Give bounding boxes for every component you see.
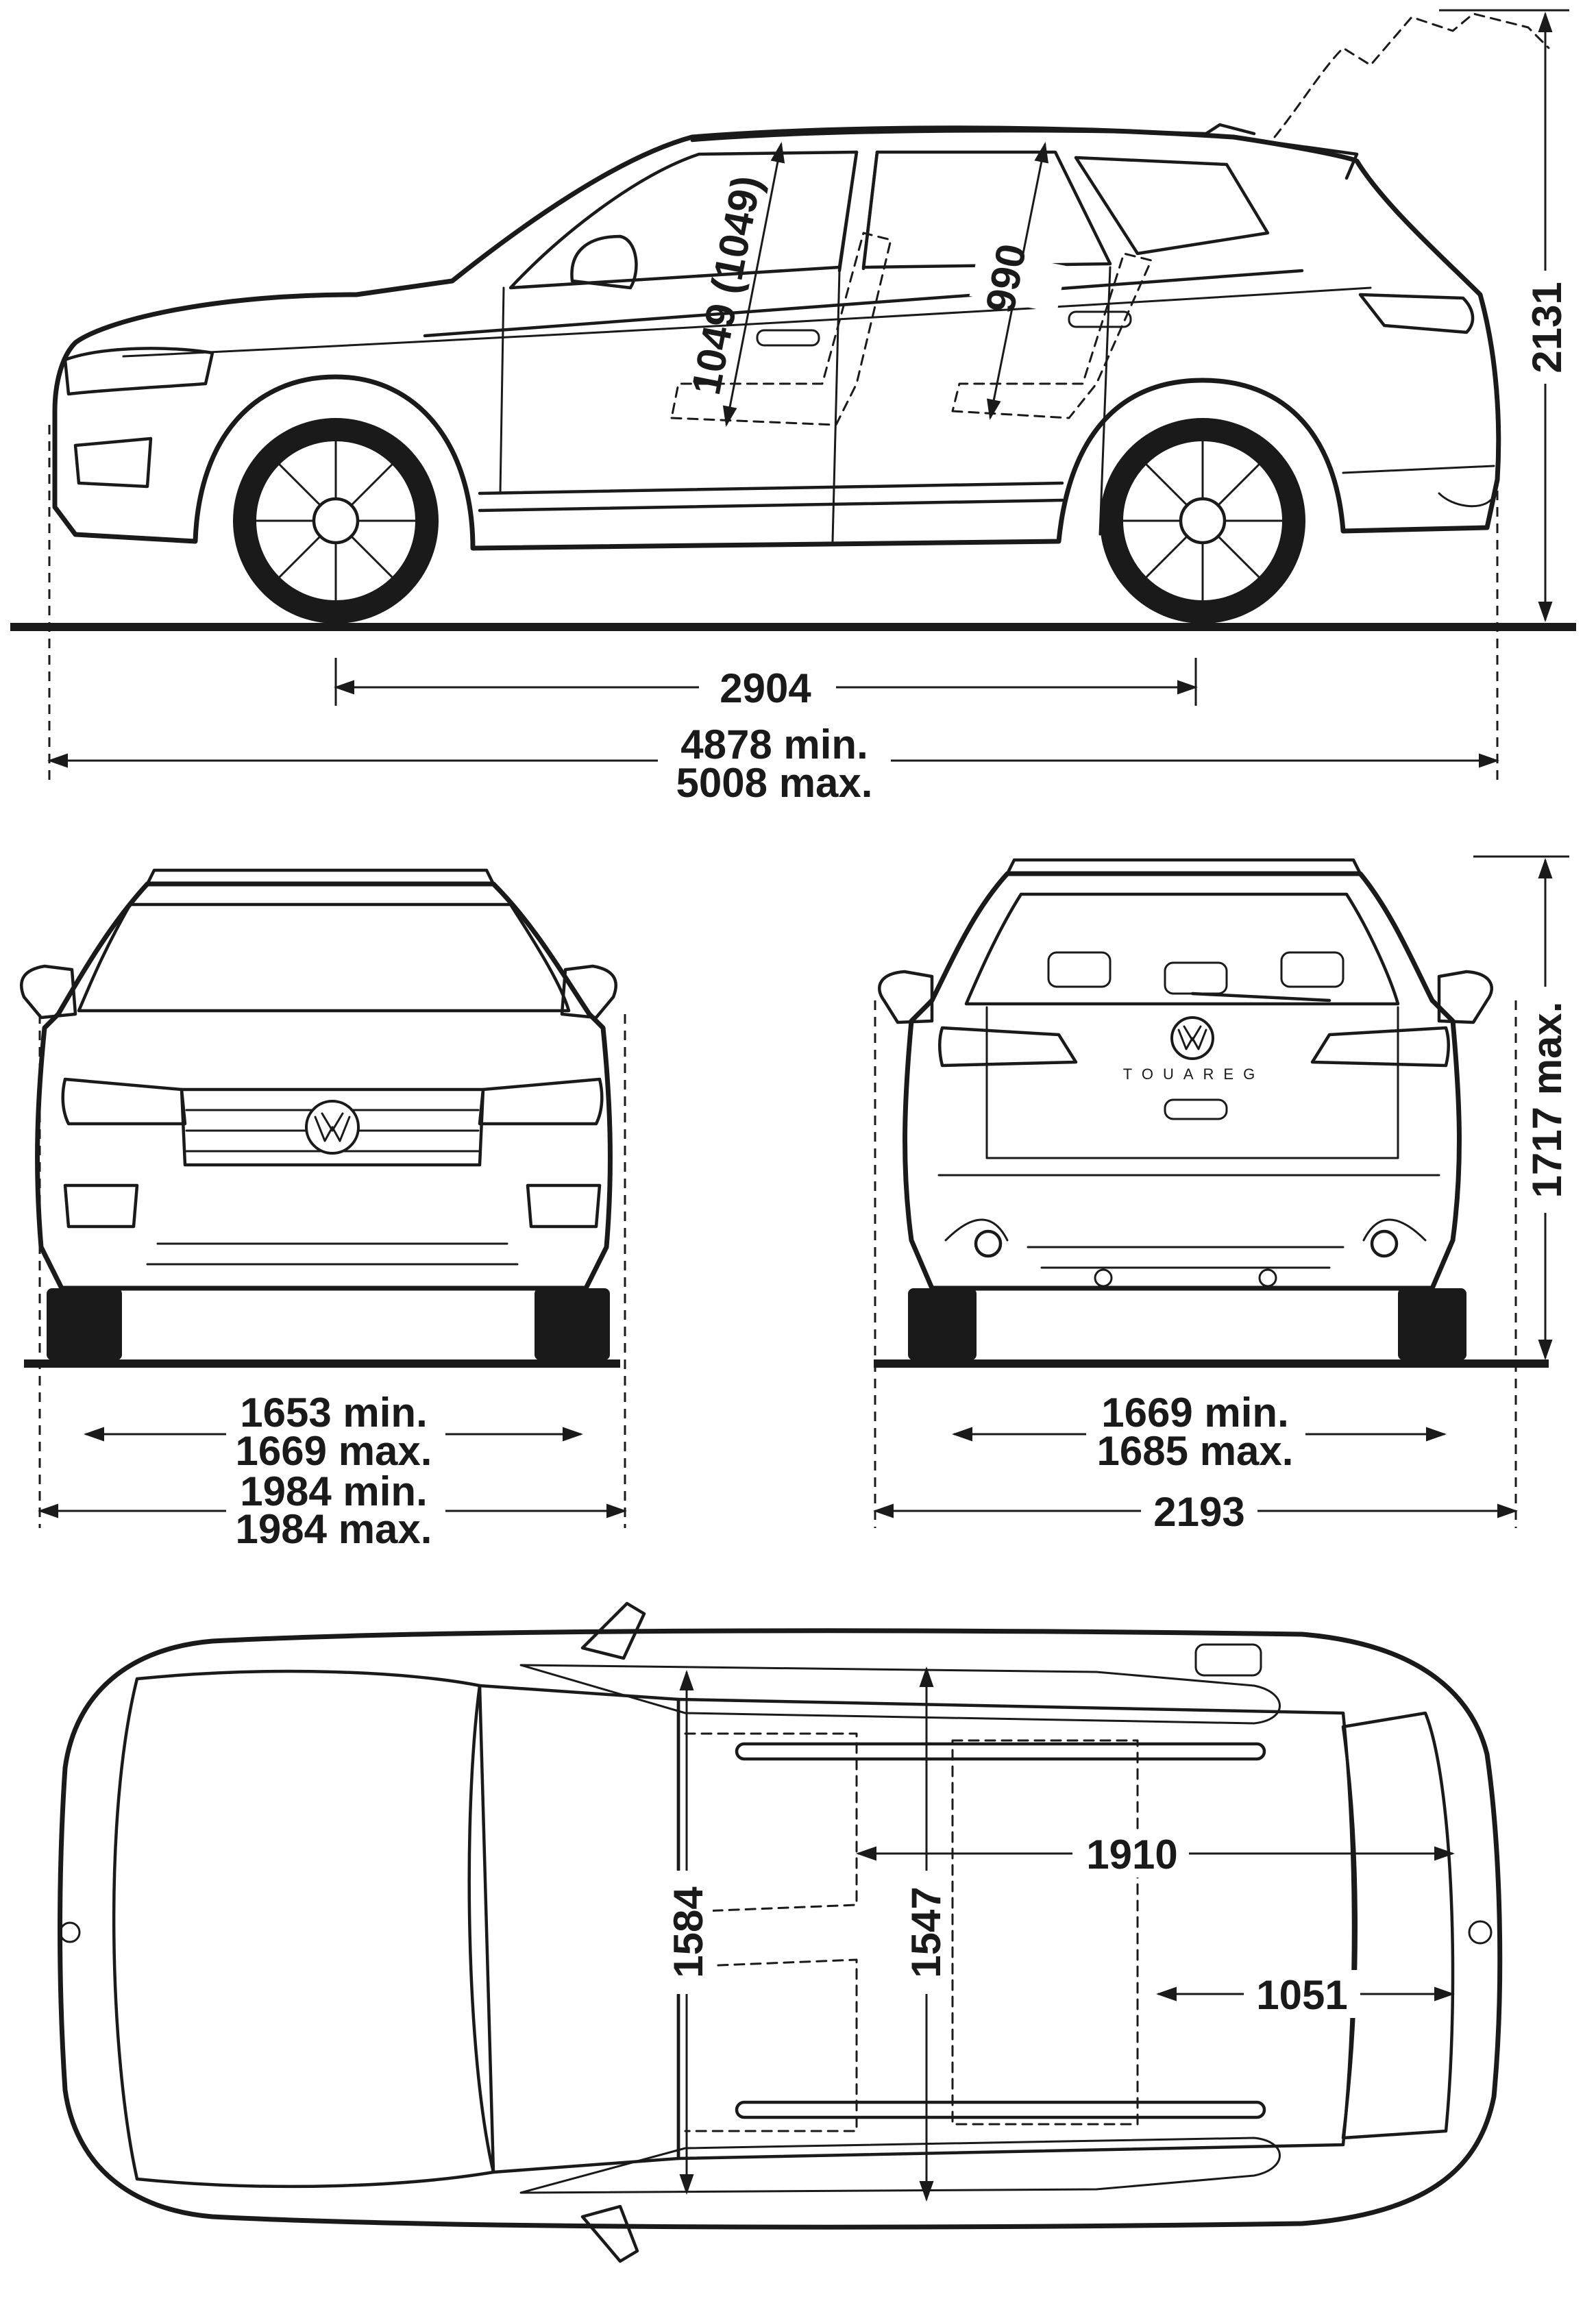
front-lower-bumper xyxy=(146,1242,519,1266)
front-headlight-right xyxy=(478,1077,604,1126)
rear-tow-eye-left xyxy=(1094,1268,1113,1288)
front-headlight-left xyxy=(61,1077,187,1126)
wheelbase-label: 2904 xyxy=(720,665,811,711)
rear-model-badge: TOUAREG xyxy=(1123,1066,1264,1083)
rear-width-label: 2193 xyxy=(1153,1489,1244,1535)
side-quarter-window xyxy=(1074,156,1270,256)
top-fuel-door xyxy=(1194,1643,1262,1677)
rear-view: TOUAREG 1669 min. 1685 max. 2193 1717 ma… xyxy=(873,855,1570,1535)
side-rear-window xyxy=(861,150,1112,269)
side-rear-seat xyxy=(951,252,1153,419)
rear-diffuser xyxy=(1027,1246,1345,1269)
front-mirror-right xyxy=(560,964,617,1020)
front-roof xyxy=(145,868,495,886)
side-roof-rail xyxy=(690,123,1256,143)
rear-headrest-3 xyxy=(1280,951,1345,988)
rear-plate-recess xyxy=(1164,1098,1228,1120)
rear-taillight-right xyxy=(1310,1026,1450,1068)
rear-exhaust-right xyxy=(1370,1229,1399,1258)
rear-mirror-left xyxy=(878,970,934,1024)
front-fog-right xyxy=(526,1183,602,1229)
front-view: 1653 min. 1669 max. 1984 min. 1984 max. xyxy=(20,868,627,1555)
width-max-label: 1984 max. xyxy=(236,1506,432,1552)
rear-tailgate-panel xyxy=(985,1006,1399,1159)
side-rear-bumper xyxy=(1342,465,1495,508)
side-sill xyxy=(478,481,1064,513)
rear-track-max-label: 1685 max. xyxy=(1097,1428,1294,1474)
side-front-seat xyxy=(670,232,892,426)
top-rear-logo xyxy=(1468,1920,1493,1945)
front-headroom-label: 1049 (1049) xyxy=(683,172,770,398)
side-taillight xyxy=(1358,293,1475,334)
top-cargo-length-label: 1910 xyxy=(1086,1832,1177,1878)
top-side-glass-upper xyxy=(519,1664,1281,1725)
side-rear-wheel xyxy=(1100,418,1305,624)
side-belt-line xyxy=(423,269,1304,338)
top-roof-rail-upper xyxy=(735,1742,1266,1761)
side-view: 2904 4878 min. 5008 max. 2131 1049 (1049… xyxy=(10,9,1576,806)
front-track-min-label: 1653 min. xyxy=(240,1390,428,1436)
side-mirror xyxy=(570,234,638,290)
rear-vw-logo xyxy=(1170,1016,1214,1060)
top-front-seats xyxy=(684,1732,858,2132)
rear-track-min-label: 1669 min. xyxy=(1101,1390,1289,1436)
rear-tow-eye-right xyxy=(1258,1268,1277,1288)
front-windshield xyxy=(77,902,571,1013)
top-mirror-upper xyxy=(580,1601,646,1660)
rear-window xyxy=(964,892,1400,1006)
side-front-intake xyxy=(73,436,153,489)
top-body-outline xyxy=(58,1628,1503,2230)
top-front-elbow-label: 1584 xyxy=(665,1886,711,1978)
side-front-window xyxy=(508,150,859,290)
top-rear-elbow-label: 1547 xyxy=(903,1886,949,1978)
side-front-wheel xyxy=(233,418,439,624)
top-windshield xyxy=(467,1684,680,2174)
rear-roof xyxy=(1005,858,1362,876)
top-side-glass-lower xyxy=(519,2137,1281,2194)
front-door-handle xyxy=(756,329,820,347)
rear-wiper xyxy=(1190,992,1331,1002)
side-character-line xyxy=(122,286,1372,358)
front-mirror-left xyxy=(20,964,77,1020)
rear-door-handle xyxy=(1068,310,1132,328)
front-headroom-dim-line xyxy=(722,142,785,427)
rear-bumper xyxy=(937,1174,1440,1242)
front-tire-right xyxy=(535,1288,610,1360)
rear-exhaust-left xyxy=(974,1229,1003,1258)
rear-tire-left xyxy=(908,1288,977,1360)
rear-mirror-right xyxy=(1437,970,1493,1024)
top-view: 1584 1547 1910 1051 xyxy=(58,1601,1503,2263)
front-tire-left xyxy=(47,1288,122,1360)
side-open-tailgate xyxy=(1273,12,1550,138)
side-body-outline xyxy=(52,125,1501,551)
rear-headrest-2 xyxy=(1164,961,1228,995)
side-b-pillar xyxy=(837,150,879,273)
top-roof-rail-lower xyxy=(735,2100,1266,2119)
front-vw-logo xyxy=(305,1100,360,1155)
rear-taillight-left xyxy=(938,1026,1078,1068)
top-rear-window xyxy=(1341,1711,1455,2140)
side-headlight xyxy=(63,347,214,396)
width-min-label: 1984 min. xyxy=(240,1468,428,1514)
top-rear-seats xyxy=(951,1739,1139,2126)
rear-height-label: 1717 max. xyxy=(1524,1002,1570,1198)
rear-tire-right xyxy=(1398,1288,1466,1360)
top-cargo-short-label: 1051 xyxy=(1256,1972,1347,2018)
side-spoiler xyxy=(1231,135,1359,180)
length-max-label: 5008 max. xyxy=(676,760,873,806)
top-roof xyxy=(676,1697,1355,2161)
rear-headrest-1 xyxy=(1047,951,1112,988)
top-mirror-lower xyxy=(580,2204,639,2263)
front-grille xyxy=(180,1087,485,1167)
height-label: 2131 xyxy=(1524,282,1570,373)
length-min-label: 4878 min. xyxy=(680,722,868,767)
front-track-max-label: 1669 max. xyxy=(236,1428,432,1474)
top-hood xyxy=(112,1669,495,2189)
top-front-logo xyxy=(59,1921,81,1943)
front-fog-left xyxy=(63,1183,139,1229)
